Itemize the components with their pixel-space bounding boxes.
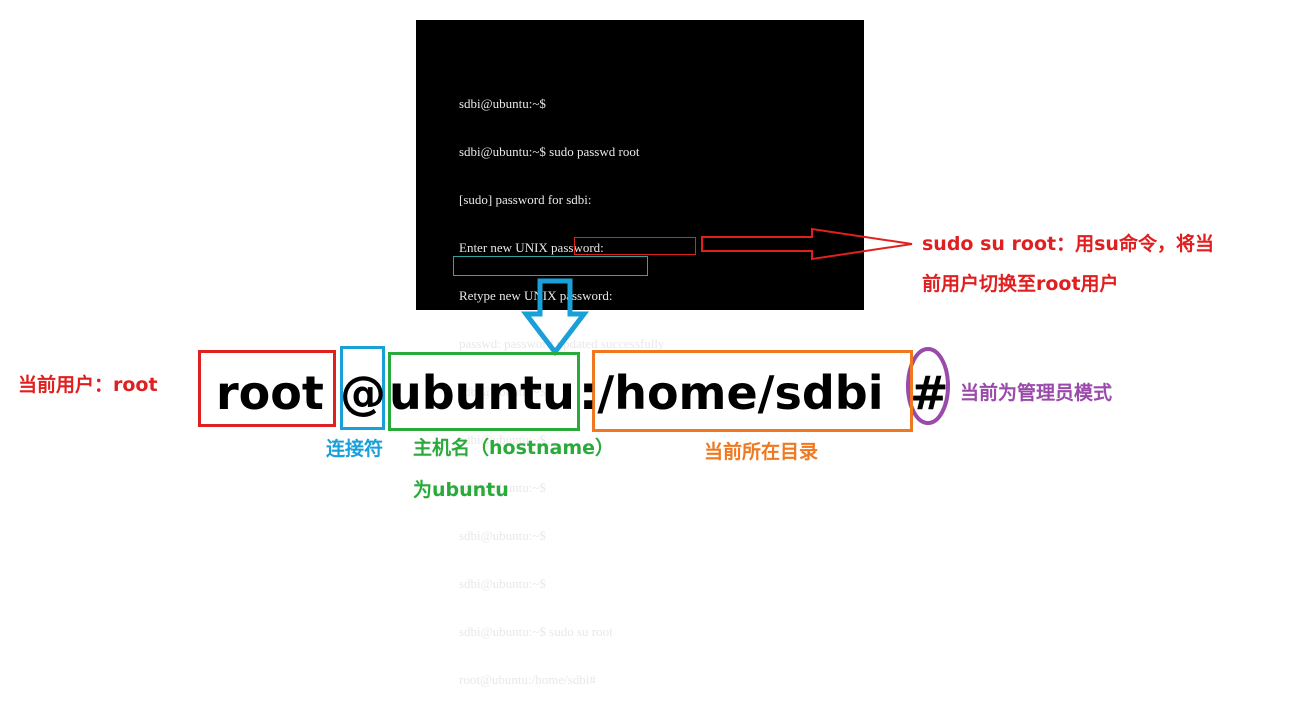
terminal-line: Retype new UNIX password:: [459, 288, 613, 303]
terminal-line: sdbi@ubuntu:~$ sudo su root: [459, 624, 613, 639]
label-connector: 连接符: [326, 438, 384, 460]
annotation-su-line2: 前用户切换至root用户: [922, 273, 1119, 295]
prompt-user: root: [216, 366, 324, 420]
terminal-line: passwd: password updated successfully: [459, 336, 665, 351]
terminal-line: sdbi@ubuntu:~$: [459, 480, 546, 495]
hash-ellipse: [906, 347, 950, 425]
terminal-line: root@ubuntu:/home/sdbi#: [459, 672, 596, 687]
at-box: [340, 346, 385, 430]
label-admin-mode: 当前为管理员模式: [960, 382, 1113, 404]
terminal-line: Enter new UNIX password:: [459, 240, 604, 255]
prompt-at: @: [340, 366, 386, 420]
terminal-line: sdbi@ubuntu:~$: [459, 576, 546, 591]
arrows-layer: [520, 227, 950, 425]
red-arrow: [701, 227, 913, 261]
label-directory: 当前所在目录: [704, 441, 819, 463]
terminal-line: sdbi@ubuntu:~$: [459, 384, 546, 399]
terminal-line: [sudo] password for sdbi:: [459, 192, 592, 207]
terminal-window: sdbi@ubuntu:~$ sdbi@ubuntu:~$ sudo passw…: [416, 20, 864, 687]
terminal-line: sdbi@ubuntu:~$: [459, 96, 546, 111]
annotation-su-line1: sudo su root：用su命令，将当: [922, 233, 1214, 255]
path-box: [592, 350, 913, 432]
terminal-line: sdbi@ubuntu:~$: [459, 528, 546, 543]
user-box: [198, 350, 336, 427]
prompt-path: :/home/sdbi: [579, 366, 884, 420]
sudo-su-highlight-box: [574, 237, 696, 255]
prompt-hash: #: [910, 366, 949, 420]
label-current-user: 当前用户：root: [18, 374, 158, 396]
host-box: [388, 352, 580, 431]
blue-down-arrow: [520, 278, 590, 357]
root-prompt-highlight-box: [453, 256, 648, 276]
label-hostname-line2: 为ubuntu: [413, 479, 509, 501]
prompt-host: ubuntu: [389, 366, 575, 420]
terminal-line: sdbi@ubuntu:~$: [459, 432, 546, 447]
label-hostname-line1: 主机名（hostname）: [413, 437, 615, 459]
terminal-line: sdbi@ubuntu:~$ sudo passwd root: [459, 144, 640, 159]
